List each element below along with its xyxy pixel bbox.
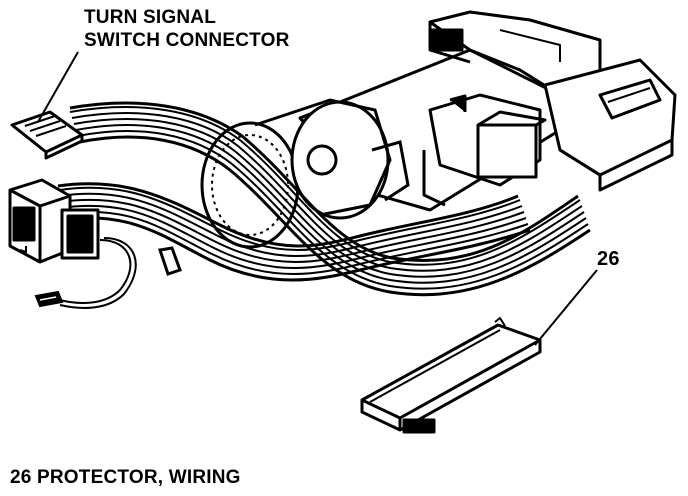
ground-terminal [34, 290, 64, 308]
column-mounting-tab [158, 246, 182, 276]
wiring-harness [57, 101, 591, 309]
turn-signal-switch-connector [10, 110, 84, 160]
turn-signal-connector-callout-line1: TURN SIGNAL [84, 7, 217, 28]
harness-connector-block [8, 178, 100, 264]
protector-callout-number: 26 [597, 248, 620, 270]
legend-entry: 26 PROTECTOR, WIRING [10, 467, 241, 488]
turn-signal-connector-callout-line2: SWITCH CONNECTOR [84, 30, 290, 51]
wiring-protector [360, 317, 542, 434]
callout-leader-lines [37, 51, 598, 346]
